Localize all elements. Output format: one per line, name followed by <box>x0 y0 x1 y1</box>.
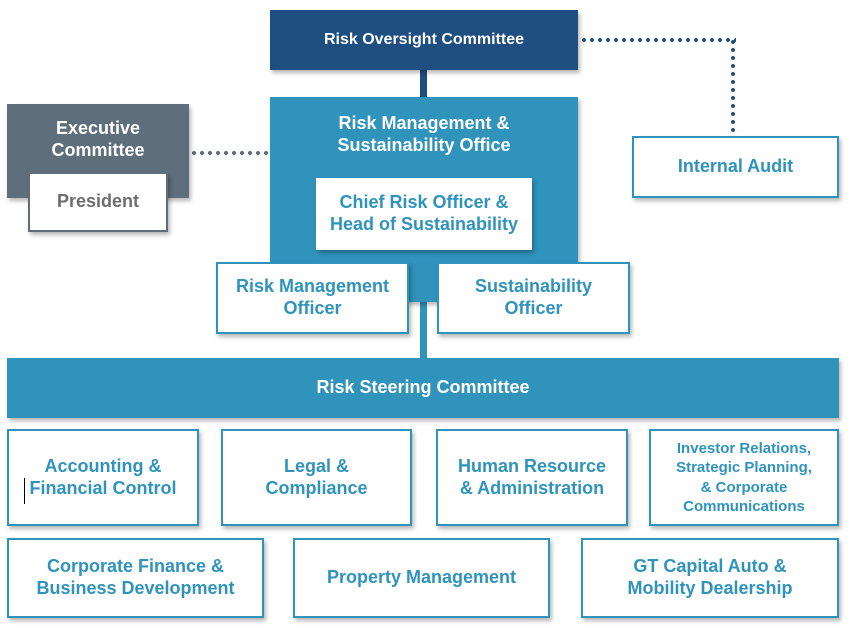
department-label: Investor Relations, Strategic Planning, … <box>676 439 812 516</box>
internal-audit-box: Internal Audit <box>632 136 839 198</box>
department-legal-compliance: Legal & Compliance <box>221 429 412 526</box>
president-label: President <box>56 191 140 212</box>
department-human-resource-administration: Human Resource & Administration <box>436 429 628 526</box>
sustainability-officer-label: Sustainability Officer <box>474 276 593 318</box>
connector-oversight-to-office <box>420 70 427 98</box>
department-label: Property Management <box>326 567 517 588</box>
risk-steering-committee-label: Risk Steering Committee <box>316 377 530 398</box>
department-property-management: Property Management <box>293 538 550 618</box>
risk-steering-committee-box: Risk Steering Committee <box>7 358 839 418</box>
sustainability-officer-box: Sustainability Officer <box>437 262 630 334</box>
dotted-connector-oversight-audit-vertical <box>731 38 735 136</box>
department-gt-capital-auto-mobility-dealership: GT Capital Auto & Mobility Dealership <box>581 538 839 618</box>
chief-risk-officer-label: Chief Risk Officer & Head of Sustainabil… <box>329 192 519 234</box>
department-label: Accounting & Financial Control <box>29 455 177 498</box>
risk-management-officer-box: Risk Management Officer <box>216 262 409 334</box>
department-label: Legal & Compliance <box>265 455 368 498</box>
department-investor-relations-strategic-planning: Investor Relations, Strategic Planning, … <box>649 429 839 526</box>
department-label: GT Capital Auto & Mobility Dealership <box>627 556 793 598</box>
connector-office-to-steering <box>420 300 427 360</box>
department-corporate-finance-business-development: Corporate Finance & Business Development <box>7 538 264 618</box>
executive-committee-label: Executive Committee <box>51 118 145 160</box>
text-cursor <box>24 478 25 504</box>
internal-audit-label: Internal Audit <box>677 156 794 177</box>
risk-oversight-committee-label: Risk Oversight Committee <box>323 31 525 49</box>
department-label: Corporate Finance & Business Development <box>36 556 235 598</box>
dotted-connector-oversight-audit-horizontal <box>580 38 736 42</box>
risk-oversight-committee-box: Risk Oversight Committee <box>270 10 578 70</box>
dotted-connector-executive-office <box>190 151 270 155</box>
department-accounting-financial-control: Accounting & Financial Control <box>7 429 199 526</box>
risk-management-sustainability-office-label: Risk Management & Sustainability Office <box>337 113 511 155</box>
chief-risk-officer-box: Chief Risk Officer & Head of Sustainabil… <box>316 178 532 250</box>
president-box: President <box>28 172 168 232</box>
risk-management-officer-label: Risk Management Officer <box>235 276 390 318</box>
department-label: Human Resource & Administration <box>457 455 607 498</box>
